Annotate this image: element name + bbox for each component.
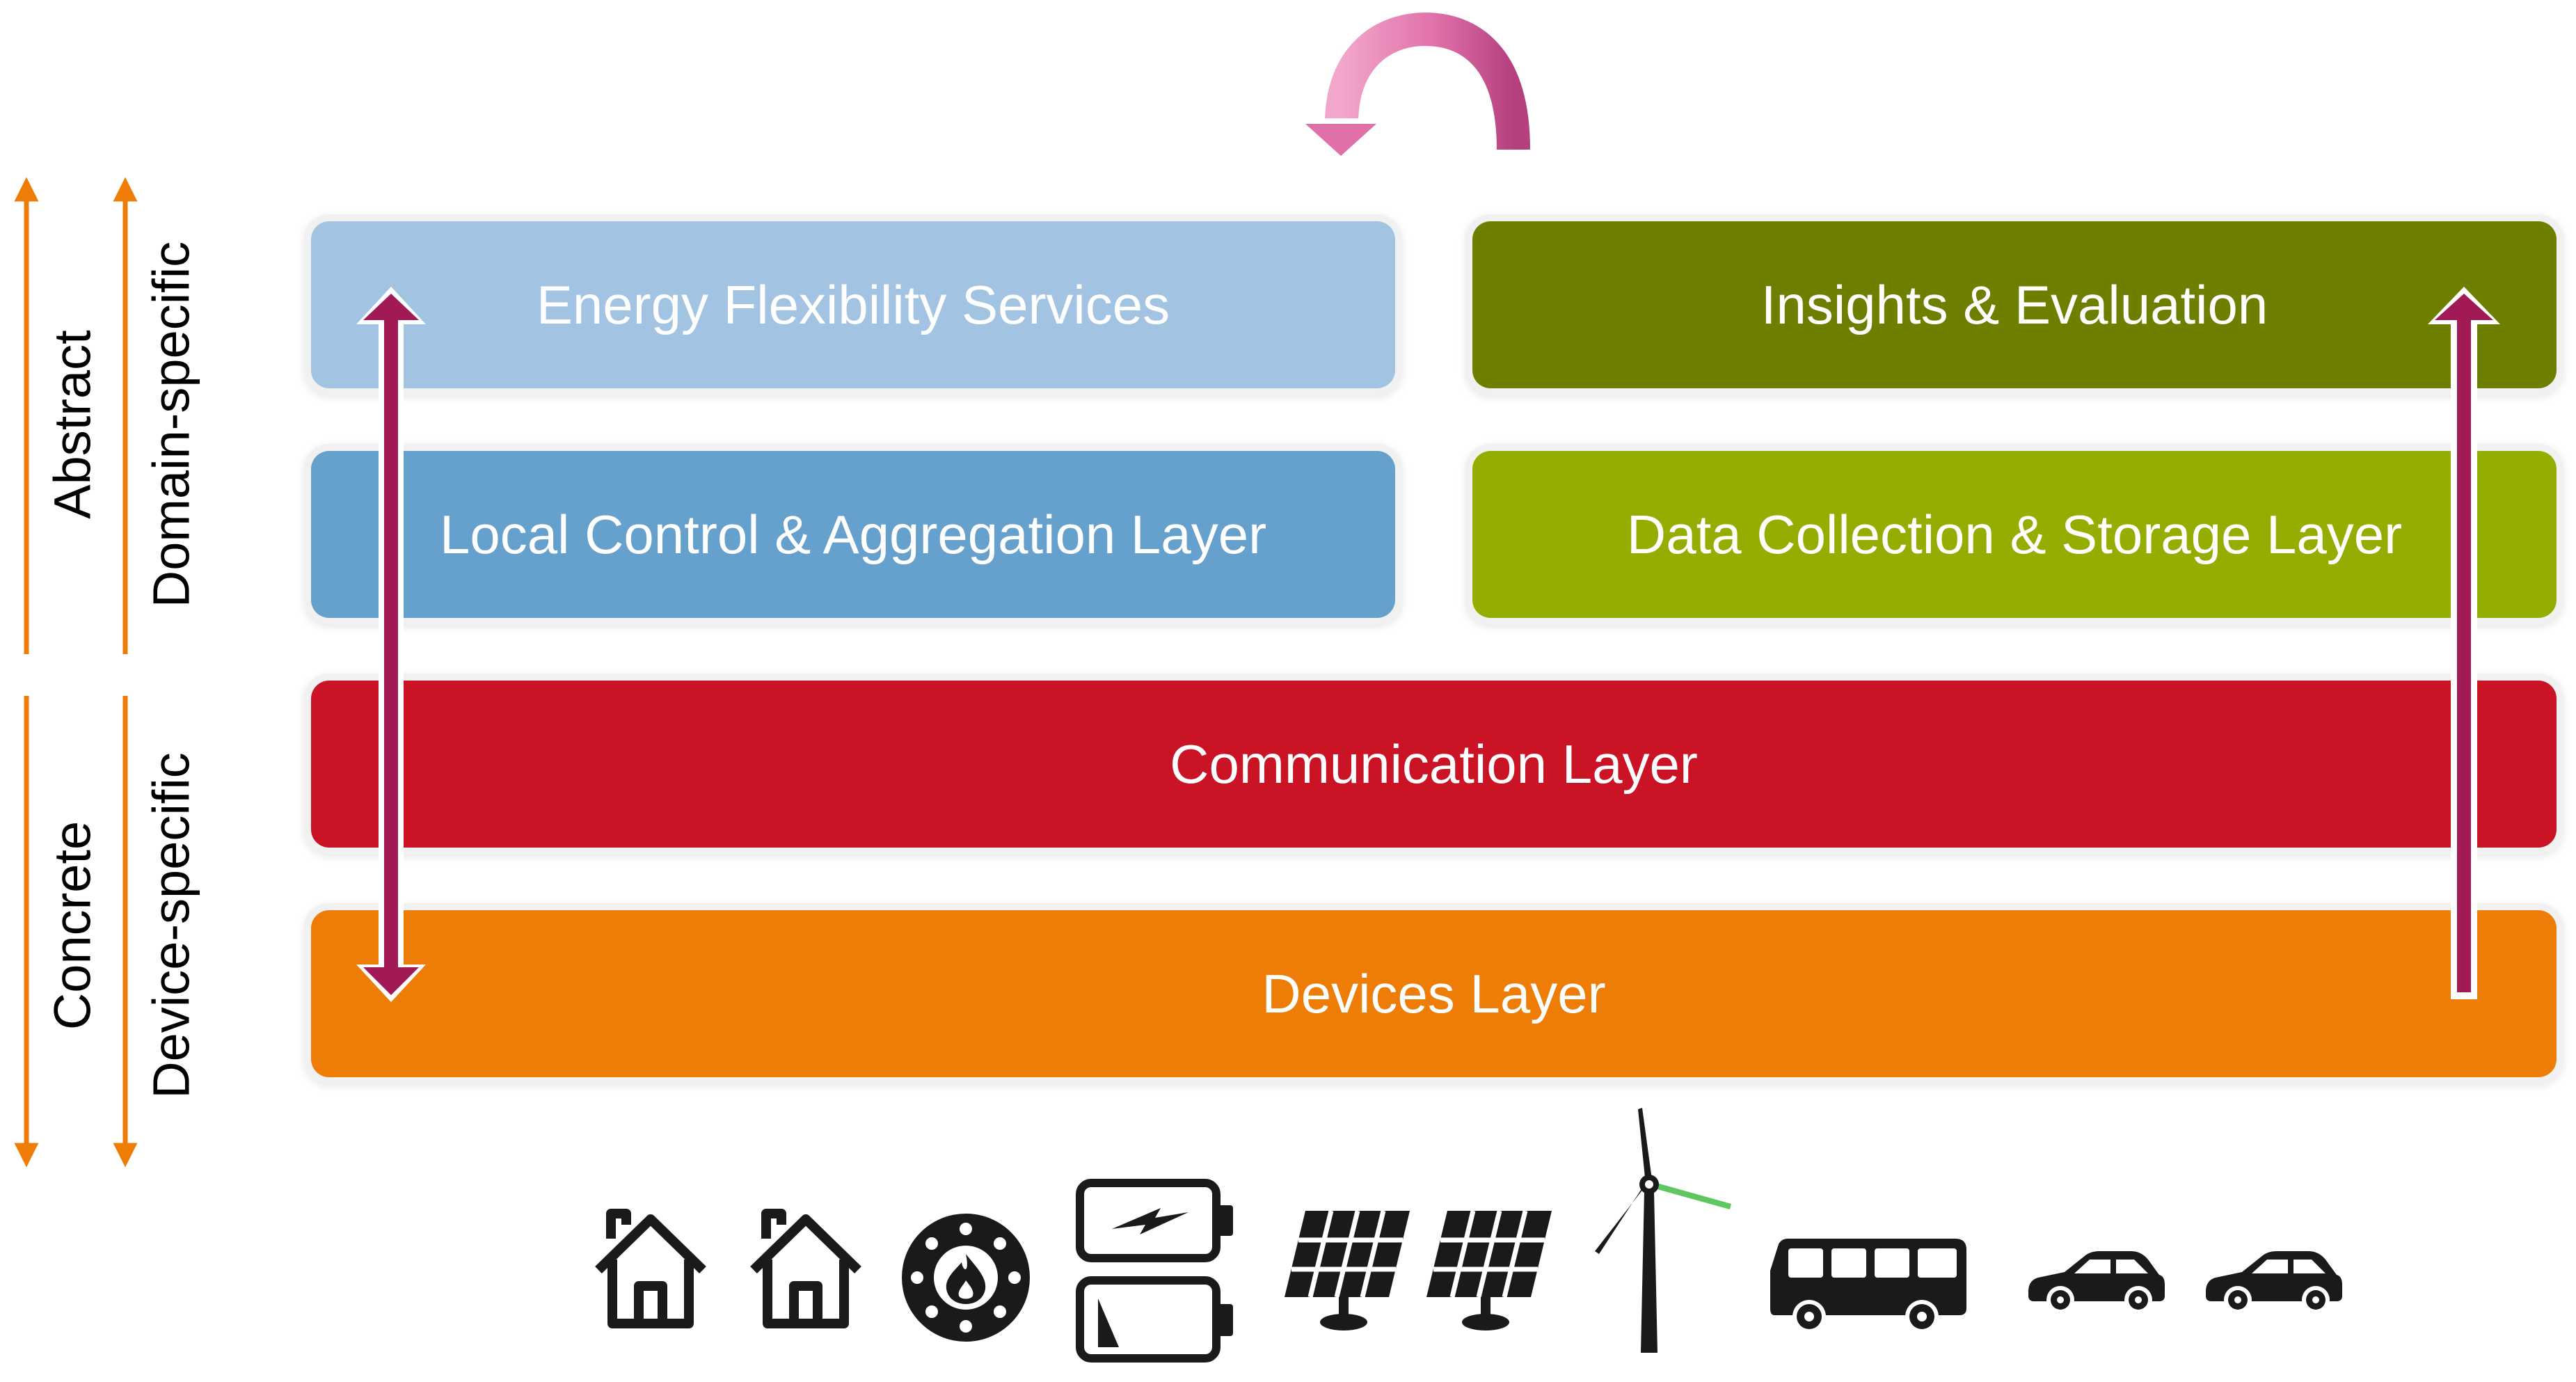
energy-flexibility-services-layer: Energy Flexibility Services bbox=[311, 221, 1395, 388]
devices-layer: Devices Layer bbox=[311, 910, 2557, 1077]
bus-icon bbox=[1770, 1239, 1966, 1333]
local-control-aggregation-layer: Local Control & Aggregation Layer bbox=[311, 451, 1395, 618]
battery-low-icon bbox=[1076, 1276, 1233, 1363]
solar-panel-icon bbox=[1426, 1210, 1552, 1331]
house-icon bbox=[750, 1209, 861, 1328]
cycle-arrow-icon bbox=[1296, 7, 1535, 161]
solar-panel-icon bbox=[1285, 1210, 1410, 1331]
car-icon bbox=[2028, 1251, 2165, 1314]
wind-turbine-icon bbox=[1595, 1108, 1731, 1353]
communication-layer: Communication Layer bbox=[311, 681, 2557, 848]
data-collection-storage-layer: Data Collection & Storage Layer bbox=[1472, 451, 2557, 618]
house-icon bbox=[595, 1209, 706, 1328]
layer-label: Local Control & Aggregation Layer bbox=[439, 503, 1267, 565]
layer-label: Insights & Evaluation bbox=[1760, 273, 2268, 335]
gas-burner-icon bbox=[902, 1214, 1030, 1342]
bidirectional-arrow-icon bbox=[356, 287, 426, 1002]
car-icon bbox=[2206, 1251, 2342, 1314]
up-arrow-icon bbox=[2428, 287, 2500, 999]
battery-charging-icon bbox=[1076, 1179, 1233, 1262]
layer-label: Data Collection & Storage Layer bbox=[1626, 503, 2403, 565]
insights-evaluation-layer: Insights & Evaluation bbox=[1472, 221, 2557, 388]
layer-label: Energy Flexibility Services bbox=[536, 273, 1170, 335]
layer-label: Communication Layer bbox=[1170, 733, 1698, 795]
layer-label: Devices Layer bbox=[1262, 962, 1606, 1024]
